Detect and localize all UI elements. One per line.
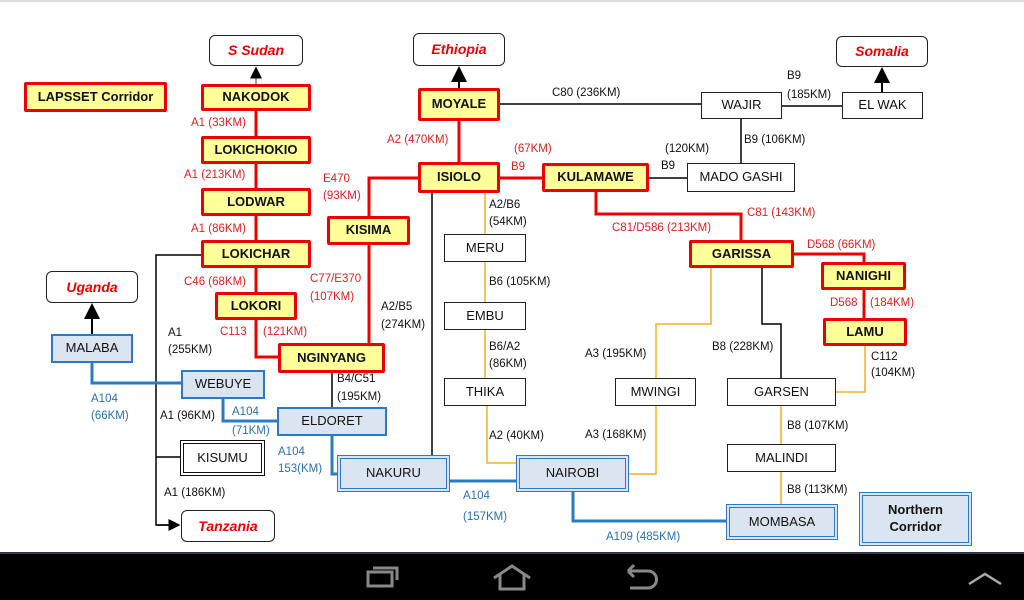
edge-label: (66KM) — [91, 410, 129, 422]
country-ethiopia: Ethiopia — [413, 33, 505, 66]
edge-label: A2/B6 — [489, 199, 521, 211]
edge-label: (54KM) — [489, 216, 527, 228]
edge-label: E470 — [323, 173, 350, 185]
country-s-sudan: S Sudan — [209, 35, 303, 66]
edge-label: (67KM) — [514, 143, 552, 155]
chevron-up-icon[interactable] — [965, 562, 1005, 592]
town-lamu: LAMU — [823, 318, 907, 346]
town-nakuru: NAKURU — [337, 455, 450, 492]
town-garissa: GARISSA — [689, 240, 794, 268]
edge-label: A2 (470KM) — [387, 134, 449, 146]
edge-label: (157KM) — [463, 511, 508, 523]
edge-label: (107KM) — [310, 291, 355, 303]
edge-label: C80 (236KM) — [552, 87, 621, 99]
edge-label: B4/C51 — [337, 373, 376, 385]
edge-label: B9 — [661, 160, 676, 172]
town-kulamawe: KULAMAWE — [542, 163, 649, 192]
town-mombasa: MOMBASA — [726, 504, 838, 540]
edge-label: C46 (68KM) — [184, 276, 246, 288]
road-lines — [84, 66, 890, 531]
edge-label: (255KM) — [168, 344, 213, 356]
edge-label: A104 — [278, 446, 305, 458]
edge-label: A3 (195KM) — [585, 348, 647, 360]
town-mado-gashi: MADO GASHI — [687, 163, 795, 192]
recent-apps-icon[interactable] — [363, 562, 403, 592]
town-nakodok: NAKODOK — [201, 84, 311, 111]
town-lodwar: LODWAR — [201, 188, 311, 216]
edge-label: B8 (228KM) — [712, 341, 774, 353]
town-lokori: LOKORI — [215, 292, 297, 320]
town-nginyang: NGINYANG — [278, 343, 385, 373]
town-mwingi: MWINGI — [615, 378, 696, 406]
town-garsen: GARSEN — [727, 378, 836, 406]
edge-label: A1 (96KM) — [160, 410, 215, 422]
edge-label: A104 — [91, 393, 118, 405]
edge-label: (93KM) — [323, 190, 361, 202]
town-nairobi: NAIROBI — [516, 455, 629, 492]
edge-label: C112 — [871, 351, 898, 363]
edge-label: B9 (106KM) — [744, 134, 806, 146]
edge-label: A1 (86KM) — [191, 223, 246, 235]
road-network-diagram: LAPSSET Corridor Northern Corridor S Sud… — [0, 0, 1024, 546]
town-nanighi: NANIGHI — [821, 262, 906, 290]
edge-label: C77/E370 — [310, 273, 362, 285]
edge-label: C81/D586 (213KM) — [612, 222, 712, 234]
edge-label: C81 (143KM) — [747, 207, 816, 219]
town-webuye: WEBUYE — [181, 370, 265, 399]
town-thika: THIKA — [444, 378, 526, 406]
town-lokichar: LOKICHAR — [201, 240, 311, 268]
town-isiolo: ISIOLO — [418, 162, 500, 193]
edge-label: A109 (485KM) — [606, 531, 681, 543]
edge-label: (274KM) — [381, 319, 426, 331]
edge-label: (195KM) — [337, 391, 382, 403]
town-kisima: KISIMA — [327, 216, 410, 245]
edge-label: A104 — [232, 406, 259, 418]
town-kisumu: KISUMU — [180, 440, 265, 476]
town-eldoret: ELDORET — [277, 407, 387, 436]
edge-label: A1 (33KM) — [191, 117, 246, 129]
town-el-wak: EL WAK — [842, 92, 923, 119]
country-uganda: Uganda — [46, 271, 138, 303]
edge-label: (86KM) — [489, 358, 527, 370]
legend-lapsset-corridor: LAPSSET Corridor — [24, 82, 167, 112]
edge-label: A1 — [168, 327, 183, 339]
edge-label: A2/B5 — [381, 301, 413, 313]
edge-label: B8 (113KM) — [787, 484, 848, 496]
legend-northern-corridor: Northern Corridor — [859, 492, 972, 546]
town-moyale: MOYALE — [418, 88, 500, 121]
edge-label: B6/A2 — [489, 341, 521, 353]
town-meru: MERU — [444, 234, 526, 262]
country-somalia: Somalia — [836, 36, 928, 67]
edge-label: (184KM) — [870, 297, 915, 309]
town-embu: EMBU — [444, 302, 526, 330]
edge-label: D568 (66KM) — [807, 239, 876, 251]
edge-label: (71KM) — [232, 425, 270, 437]
edge-label: C113 — [220, 326, 247, 338]
home-icon[interactable] — [492, 562, 532, 592]
town-malindi: MALINDI — [727, 444, 836, 472]
edge-label: A1 (213KM) — [184, 169, 246, 181]
edge-label: A104 — [463, 490, 490, 502]
edge-label: (121KM) — [263, 326, 308, 338]
town-malaba: MALABA — [51, 334, 133, 363]
edge-label: A3 (168KM) — [585, 429, 647, 441]
town-lokichokio: LOKICHOKIO — [201, 136, 311, 164]
edge-label: (120KM) — [665, 143, 710, 155]
edge-label: B8 (107KM) — [787, 420, 849, 432]
edge-label: (185KM) — [787, 89, 832, 101]
edge-label: A2 (40KM) — [489, 430, 544, 442]
town-wajir: WAJIR — [701, 92, 782, 119]
edge-label: A1 (186KM) — [164, 487, 226, 499]
edge-label: B6 (105KM) — [489, 276, 551, 288]
country-tanzania: Tanzania — [181, 510, 275, 542]
edge-label: B9 — [511, 161, 526, 173]
edge-label: (104KM) — [871, 367, 916, 379]
android-navigation-bar — [0, 552, 1024, 600]
edge-label: D568 — [830, 297, 858, 309]
back-icon[interactable] — [620, 562, 660, 592]
edge-label: B9 — [787, 70, 802, 82]
edge-label: 153(KM) — [278, 463, 323, 475]
